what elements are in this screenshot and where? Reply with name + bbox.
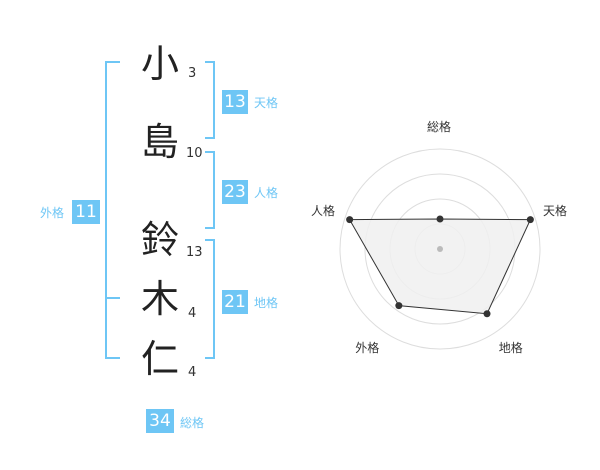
name-char-1: 小 (140, 42, 179, 86)
name-char-5: 仁 (140, 337, 179, 381)
chikaku-label: 地格 (254, 296, 279, 310)
radar-point-0 (436, 215, 444, 223)
jinkaku-badge: 23 (222, 180, 248, 204)
jinkaku-label: 人格 (254, 186, 279, 200)
stroke-count-4: 4 (188, 306, 197, 321)
chikaku-badge: 21 (222, 290, 248, 314)
radar-axis-label-0: 総格 (427, 120, 452, 134)
radar-ring-4 (339, 148, 541, 350)
gaikaku-bracket (105, 61, 120, 359)
name-char-2: 島 (140, 120, 179, 164)
radar-point-4 (346, 216, 354, 224)
radar-polygon-group (348, 218, 532, 315)
radar-axis-label-4: 人格 (310, 204, 335, 219)
radar-point-3 (395, 302, 403, 310)
radar-points (346, 215, 534, 318)
name-char-4: 木 (140, 277, 179, 321)
radar-center-dot (437, 246, 443, 252)
tenkaku-label: 天格 (254, 96, 279, 110)
tenkaku-bracket (205, 61, 215, 139)
radar-point-1 (526, 216, 534, 224)
soukaku-badge: 34 (146, 409, 174, 433)
radar-point-2 (483, 310, 491, 318)
soukaku-label: 総格 (180, 416, 205, 430)
stroke-count-1: 3 (188, 66, 197, 81)
radar-axis-label-1: 天格 (543, 204, 568, 219)
name-char-3: 鈴 (140, 218, 179, 262)
radar-axis-label-2: 地格 (498, 340, 523, 355)
gaikaku-badge: 11 (72, 200, 100, 224)
stroke-count-2: 10 (186, 146, 203, 161)
radar-polygon (348, 218, 532, 315)
jinkaku-bracket (205, 151, 215, 229)
radar-axis-label-3: 外格 (355, 340, 380, 355)
chikaku-bracket (205, 239, 215, 359)
stroke-count-3: 13 (186, 245, 203, 260)
stroke-count-5: 4 (188, 365, 197, 380)
gaikaku-label: 外格 (40, 206, 65, 220)
tenkaku-badge: 13 (222, 90, 248, 114)
